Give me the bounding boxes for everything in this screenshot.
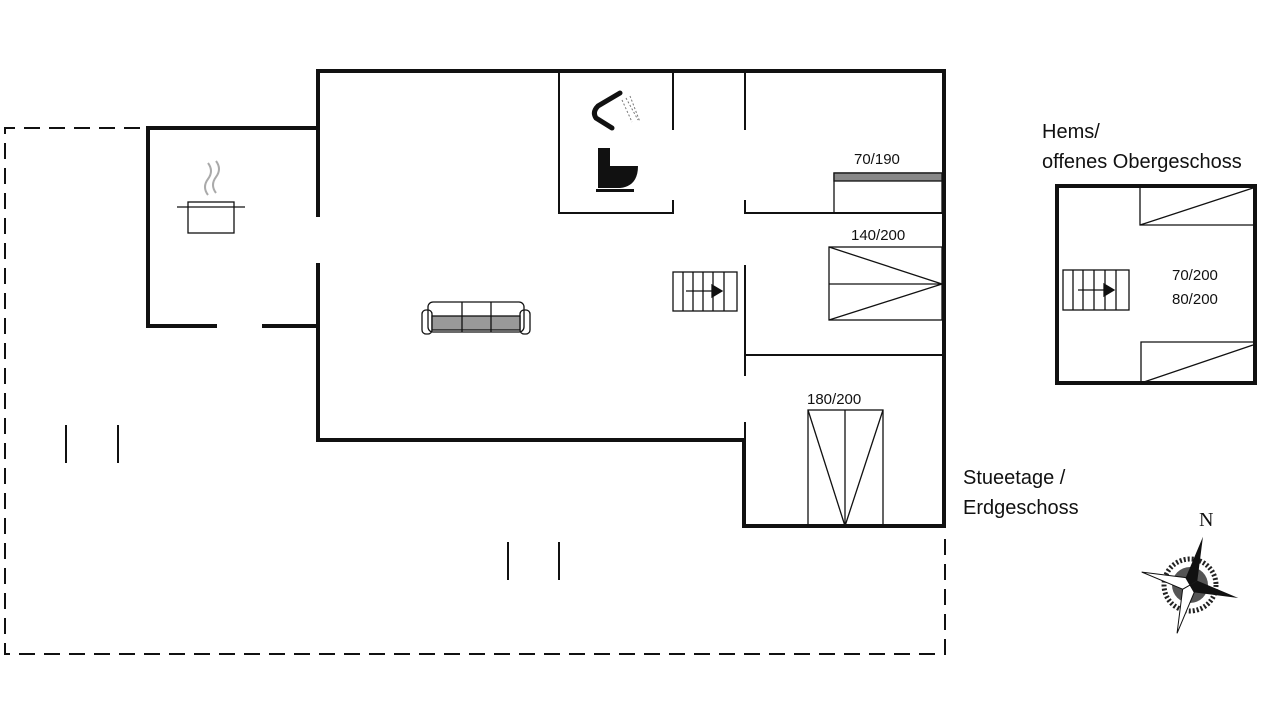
bed-size-label: 70/190 bbox=[854, 151, 900, 168]
ground-floor-title-line2: Erdgeschoss bbox=[963, 497, 1079, 519]
bed-size-label: 140/200 bbox=[851, 227, 906, 244]
compass-north-label: N bbox=[1199, 509, 1214, 531]
bed-size-label: 180/200 bbox=[807, 391, 862, 408]
bed-70-190 bbox=[833, 172, 943, 214]
exterior-walls bbox=[146, 69, 946, 528]
terrace-outline bbox=[4, 127, 946, 655]
loft-title: Hems/ offenes Obergeschoss bbox=[1042, 117, 1242, 177]
loft-title-line2: offenes Obergeschoss bbox=[1042, 151, 1242, 173]
stairs-icon bbox=[672, 271, 738, 312]
loft-bed-size-label: 70/200 bbox=[1172, 267, 1218, 284]
bed-140-200 bbox=[828, 246, 943, 321]
loft-plan bbox=[1055, 184, 1257, 385]
sofa-icon bbox=[421, 301, 531, 335]
compass-rose-icon bbox=[1141, 536, 1239, 634]
loft-bed-size-label: 80/200 bbox=[1172, 291, 1218, 308]
terrace-markers bbox=[65, 425, 560, 580]
ground-floor-title: Stueetage / Erdgeschoss bbox=[963, 463, 1079, 523]
loft-title-line1: Hems/ bbox=[1042, 121, 1100, 143]
ground-floor-title-line1: Stueetage / bbox=[963, 467, 1066, 489]
shower-icon bbox=[591, 90, 641, 131]
toilet-icon bbox=[596, 148, 638, 192]
bed-180-200 bbox=[807, 409, 884, 527]
cooking-pot-icon bbox=[177, 160, 245, 234]
interior-walls bbox=[558, 71, 944, 526]
